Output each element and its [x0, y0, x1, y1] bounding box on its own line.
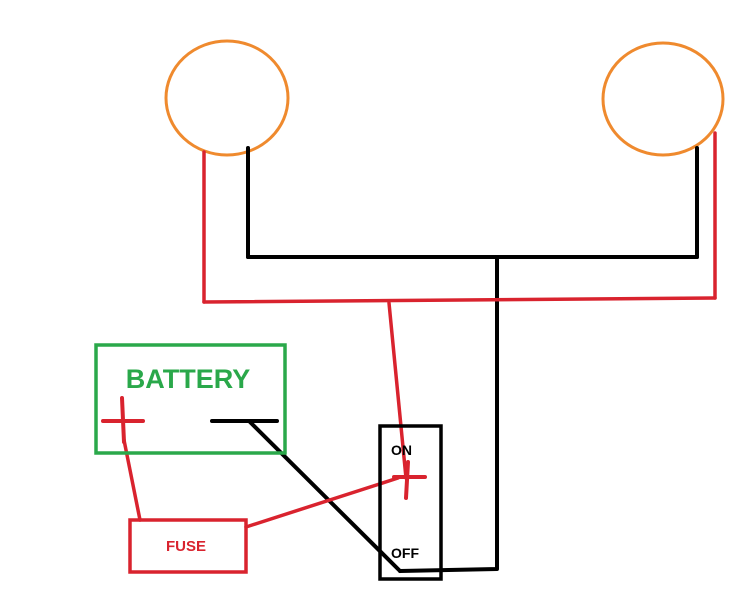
switch-on-label: ON	[391, 442, 412, 458]
ground-to-switch-wire	[398, 255, 499, 573]
fuse-box	[128, 518, 248, 574]
positive-bus-wire	[202, 296, 717, 304]
fuse-label: FUSE	[166, 538, 206, 555]
positive-wires	[122, 131, 717, 529]
bus-to-switch-on-wire	[387, 301, 408, 480]
switch-box	[378, 424, 443, 581]
battery-box	[94, 343, 287, 455]
fuse-to-switch-wire	[244, 476, 400, 529]
battery-positive-terminal	[101, 396, 145, 444]
ground-wires	[246, 146, 699, 573]
switch-positive-terminal	[392, 460, 427, 500]
battery-label: BATTERY	[126, 364, 251, 394]
battery-negative-to-switch-wire	[248, 420, 402, 573]
right-lamp	[601, 41, 725, 157]
switch-off-label: OFF	[391, 545, 419, 561]
left-lamp	[164, 39, 290, 157]
